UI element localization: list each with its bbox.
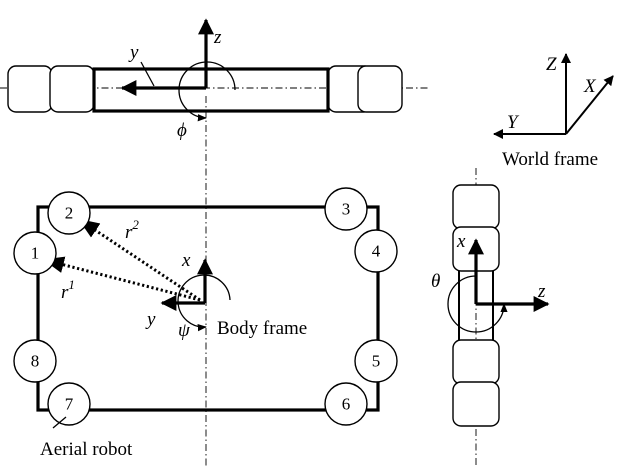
side-rotor-left-outer bbox=[7, 65, 53, 113]
rotor-8 bbox=[13, 339, 57, 383]
world-x-label: X bbox=[583, 76, 597, 97]
psi-label: ψ bbox=[178, 320, 191, 341]
front-rotor-bottom-outer bbox=[452, 381, 500, 427]
vector-r2 bbox=[78, 218, 201, 302]
side-rotor-right-outer bbox=[357, 65, 403, 113]
side-view: z y ϕ bbox=[0, 18, 430, 466]
top-x-label: x bbox=[181, 250, 191, 271]
rotor-4 bbox=[354, 229, 398, 273]
front-rotor-top-outer bbox=[452, 184, 500, 230]
side-y-label: y bbox=[128, 42, 139, 63]
rotor-label-3: 3 bbox=[342, 200, 351, 219]
rotor-label-4: 4 bbox=[372, 242, 381, 261]
front-z-label: z bbox=[537, 281, 546, 302]
rotor-label-2: 2 bbox=[65, 204, 74, 223]
rotor-label-7: 7 bbox=[65, 395, 74, 414]
body-frame-label: Body frame bbox=[217, 318, 307, 339]
rotor-3 bbox=[324, 187, 368, 231]
front-view: x z θ bbox=[431, 168, 550, 466]
world-frame-label: World frame bbox=[502, 149, 598, 170]
rotor-1 bbox=[13, 231, 57, 275]
rotor-label-8: 8 bbox=[31, 352, 40, 371]
rotor-6 bbox=[324, 382, 368, 426]
side-z-label: z bbox=[213, 27, 222, 48]
rotor-7 bbox=[47, 382, 91, 426]
world-frame: Z X Y World frame bbox=[493, 53, 614, 170]
phi-rotation-arc bbox=[178, 61, 236, 122]
aerial-robot-label: Aerial robot bbox=[40, 439, 133, 460]
psi-rotation-arc bbox=[177, 274, 231, 332]
rotor-label-6: 6 bbox=[342, 395, 351, 414]
front-x-label: x bbox=[456, 231, 466, 252]
theta-label: θ bbox=[431, 271, 440, 292]
rotor-label-5: 5 bbox=[372, 352, 381, 371]
theta-rotation-arc bbox=[447, 275, 508, 333]
r2-label: r2 bbox=[125, 217, 139, 243]
side-rotor-left-inner bbox=[49, 65, 95, 113]
rotor-2 bbox=[47, 191, 91, 235]
rotor-5 bbox=[354, 339, 398, 383]
phi-label: ϕ bbox=[177, 120, 187, 141]
rotor-label-1: 1 bbox=[31, 244, 40, 263]
r1-label: r1 bbox=[61, 277, 75, 303]
side-y-leader bbox=[140, 61, 155, 87]
top-y-label: y bbox=[145, 309, 156, 330]
top-view: 1 2 3 4 5 6 7 8 r2 r1 x y ψ Body frame A… bbox=[13, 187, 398, 460]
world-y-label: Y bbox=[507, 112, 520, 133]
world-z-label: Z bbox=[546, 54, 557, 75]
aerial-robot-leader bbox=[52, 416, 67, 429]
top-body-frame bbox=[36, 205, 380, 412]
world-x-axis-arrow bbox=[565, 75, 614, 135]
side-body-frame bbox=[92, 67, 330, 113]
front-rotor-bottom-inner bbox=[452, 339, 500, 385]
